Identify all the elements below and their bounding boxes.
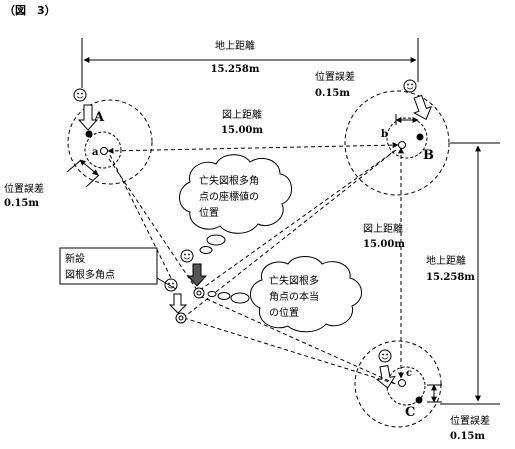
position-error-left-value: 0.15m	[4, 198, 39, 209]
pointer-arrow-b	[413, 94, 433, 120]
position-error-top-right-value: 0.15m	[315, 88, 350, 99]
pointer-arrow-a	[77, 104, 99, 131]
map-distance-right-label: 図上距離	[363, 222, 403, 235]
label-point-C: C	[405, 405, 415, 420]
point-a-true	[85, 130, 93, 138]
line-new-point-to-b	[182, 148, 398, 319]
line-new-point-to-c	[183, 317, 397, 385]
error-radius-a-tick1	[66, 159, 82, 173]
person-icon-a	[73, 88, 87, 102]
cloud-upper-bubble2	[199, 246, 213, 254]
position-error-bottom-right-value: 0.15m	[450, 431, 485, 442]
circle-c-outer	[354, 340, 442, 428]
pointer-arrow-lost-point	[186, 263, 208, 287]
figure-title: （図 3）	[4, 3, 56, 17]
circle-b-outer	[344, 90, 450, 196]
cloud-lower-bubble3	[207, 291, 217, 297]
position-error-bottom-right-label: 位置誤差	[450, 414, 490, 427]
new-point-box-line2: 図根多角点	[65, 268, 115, 281]
ground-distance-top-label: 地上距離	[215, 39, 255, 52]
person-icon-lost-point	[180, 249, 194, 263]
new-point-box-line1: 新設	[65, 252, 85, 265]
pointer-arrow-new-point	[168, 293, 188, 314]
cloud-lower-line2: 角点の本当	[269, 290, 319, 303]
line-lost-point-to-c	[199, 295, 397, 385]
person-icon-b	[403, 79, 417, 93]
point-c-true	[415, 396, 423, 404]
map-distance-top-value: 15.00m	[221, 125, 263, 136]
ground-distance-right-label: 地上距離	[426, 254, 466, 267]
line-lost-point-to-b	[199, 149, 397, 291]
cloud-lower-bubble2	[217, 292, 231, 300]
error-radius-a	[79, 159, 99, 176]
point-a-map	[100, 147, 108, 155]
label-point-b: b	[381, 129, 388, 140]
cloud-upper-line3: 位置	[199, 206, 219, 219]
cloud-lower	[250, 256, 362, 333]
label-point-a: a	[92, 147, 99, 158]
error-radius-a-tick2	[85, 174, 100, 188]
ground-distance-top-value: 15.258m	[211, 64, 260, 75]
cloud-lower-bubble1	[230, 292, 250, 304]
label-point-B: B	[423, 148, 434, 163]
new-point-box	[59, 247, 158, 285]
cloud-upper	[179, 154, 292, 234]
cloud-upper-bubble1	[206, 234, 226, 246]
circle-a-outer	[67, 99, 153, 185]
map-distance-top-label: 図上距離	[222, 108, 262, 121]
position-error-left-label: 位置誤差	[4, 182, 44, 195]
point-b-map	[398, 141, 406, 149]
position-error-top-right-label: 位置誤差	[315, 70, 355, 83]
circle-b-inner	[386, 117, 428, 159]
label-point-c: c	[406, 368, 412, 379]
person-icon-new-point	[164, 278, 178, 292]
ground-distance-right-value: 15.258m	[426, 272, 475, 283]
new-point-inner	[178, 315, 184, 321]
map-line-a-b	[107, 142, 399, 154]
new-point-box-leader	[156, 277, 177, 290]
cloud-lower-line1: 亡失図根多	[269, 274, 319, 287]
line-lost-point-to-a	[106, 155, 198, 291]
map-distance-right-value: 15.00m	[363, 239, 405, 250]
pointer-arrow-c	[375, 364, 396, 389]
point-b-true	[416, 133, 424, 141]
circle-c-inner	[386, 366, 426, 406]
cloud-upper-line1: 亡失図根多角	[199, 174, 259, 187]
person-icon-c	[378, 349, 392, 363]
cloud-upper-line2: 点の座標値の	[199, 190, 259, 203]
cloud-lower-line3: の位置	[269, 306, 299, 319]
point-c-map	[398, 379, 406, 387]
lost-point-inner	[196, 290, 202, 296]
